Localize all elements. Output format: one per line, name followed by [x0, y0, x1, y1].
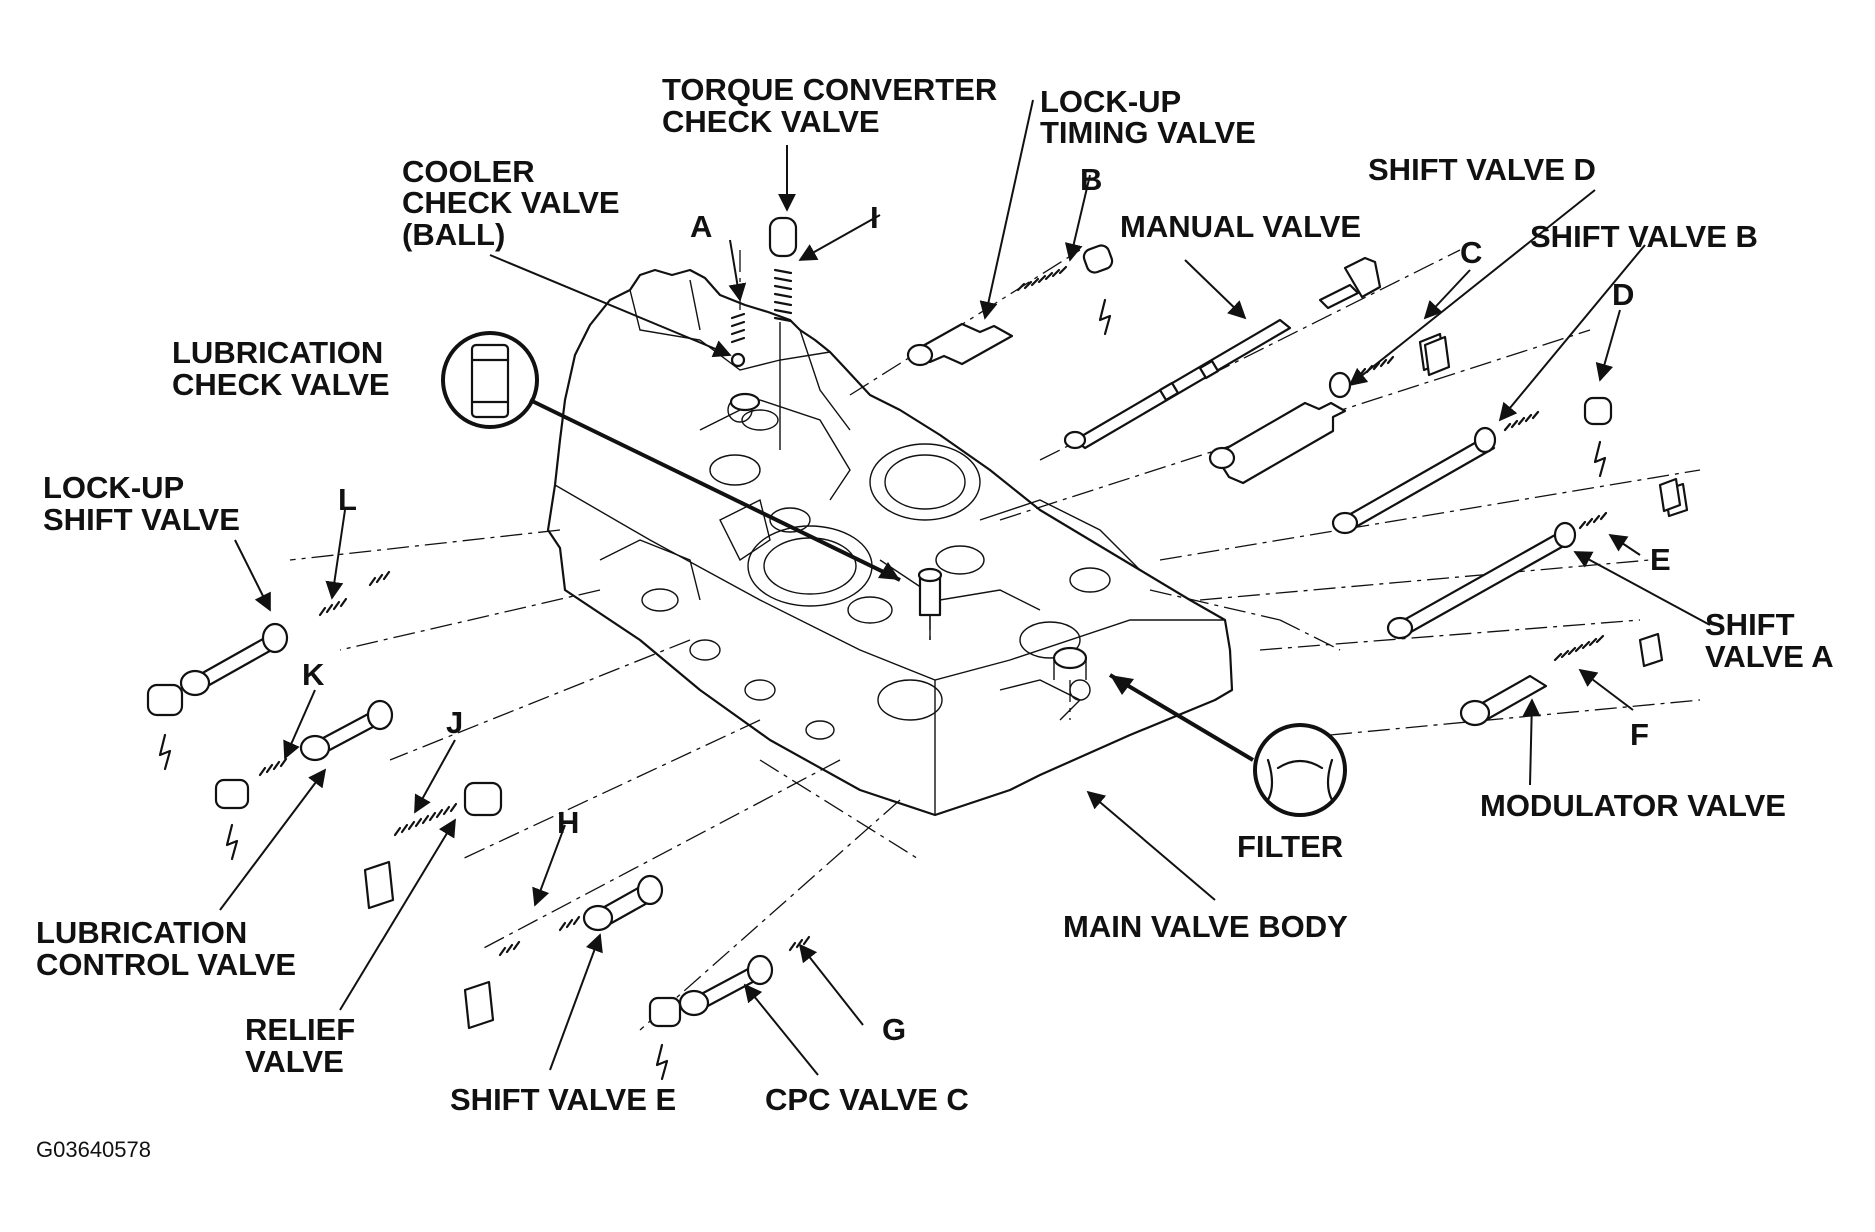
part-labels: TORQUE CONVERTER CHECK VALVE LOCK-UP TIM…: [36, 72, 1834, 1117]
label-torque-converter-2: CHECK VALVE: [662, 104, 880, 139]
manual-valve-part: [1063, 256, 1382, 450]
letter-g: G: [882, 1012, 906, 1047]
label-relief-valve-1: RELIEF: [245, 1012, 355, 1047]
label-cooler-check-3: (BALL): [402, 217, 505, 252]
label-shift-valve-b: SHIFT VALVE B: [1530, 219, 1758, 254]
label-cooler-check-2: CHECK VALVE: [402, 185, 620, 220]
lockup-shift-valve-part: [146, 570, 391, 771]
lubrication-control-valve-part: [214, 699, 394, 861]
torque-converter-check-valve-part: [768, 216, 798, 450]
label-lockup-timing-2: TIMING VALVE: [1040, 115, 1256, 150]
filter-detail: [1052, 646, 1347, 817]
label-shift-valve-a-1: SHIFT: [1705, 607, 1795, 642]
label-lockup-shift-1: LOCK-UP: [43, 470, 184, 505]
shift-valve-a-part: [1386, 482, 1689, 640]
label-shift-valve-e: SHIFT VALVE E: [450, 1082, 676, 1117]
label-lubrication-control-1: LUBRICATION: [36, 915, 247, 950]
relief-valve-part: [363, 781, 503, 910]
letter-k: K: [302, 657, 325, 692]
label-lubrication-check-2: CHECK VALVE: [172, 367, 390, 402]
label-torque-converter-1: TORQUE CONVERTER: [662, 72, 997, 107]
figure-id: G03640578: [36, 1137, 151, 1162]
letter-i: I: [870, 200, 879, 235]
shift-valve-e-part: [463, 874, 664, 1030]
reference-letters: A I B C D E F G H J K L: [302, 162, 1671, 1047]
cooler-check-ball-part: [729, 312, 761, 412]
main-valve-body-casting: [546, 268, 1234, 817]
label-relief-valve-2: VALVE: [245, 1044, 344, 1079]
label-lockup-timing-1: LOCK-UP: [1040, 84, 1181, 119]
shift-valve-d-part: [1208, 332, 1446, 485]
leader-lines: [219, 99, 1711, 1076]
letter-j: J: [446, 705, 463, 740]
label-lubrication-control-2: CONTROL VALVE: [36, 947, 296, 982]
label-manual-valve: MANUAL VALVE: [1120, 209, 1361, 244]
label-main-valve-body: MAIN VALVE BODY: [1063, 909, 1348, 944]
label-shift-valve-a-2: VALVE A: [1705, 639, 1834, 674]
label-cpc-valve-c: CPC VALVE C: [765, 1082, 969, 1117]
lubrication-check-valve-detail: [441, 331, 943, 640]
label-lubrication-check-1: LUBRICATION: [172, 335, 383, 370]
label-shift-valve-d: SHIFT VALVE D: [1368, 152, 1596, 187]
shift-valve-b-part: [1331, 396, 1613, 535]
lockup-timing-valve-part: [906, 244, 1114, 367]
modulator-valve-part: [1459, 632, 1664, 727]
letter-c: C: [1460, 235, 1482, 270]
cpc-valve-c-part: [648, 935, 811, 1081]
letter-a: A: [690, 209, 712, 244]
letter-e: E: [1650, 542, 1671, 577]
letter-b: B: [1080, 162, 1102, 197]
letter-d: D: [1612, 277, 1634, 312]
label-cooler-check-1: COOLER: [402, 154, 535, 189]
retainer-clips: [1098, 298, 1682, 513]
letter-h: H: [557, 805, 579, 840]
letter-l: L: [338, 482, 357, 517]
label-modulator-valve: MODULATOR VALVE: [1480, 788, 1786, 823]
letter-f: F: [1630, 717, 1649, 752]
label-lockup-shift-2: SHIFT VALVE: [43, 502, 240, 537]
label-filter: FILTER: [1237, 829, 1343, 864]
